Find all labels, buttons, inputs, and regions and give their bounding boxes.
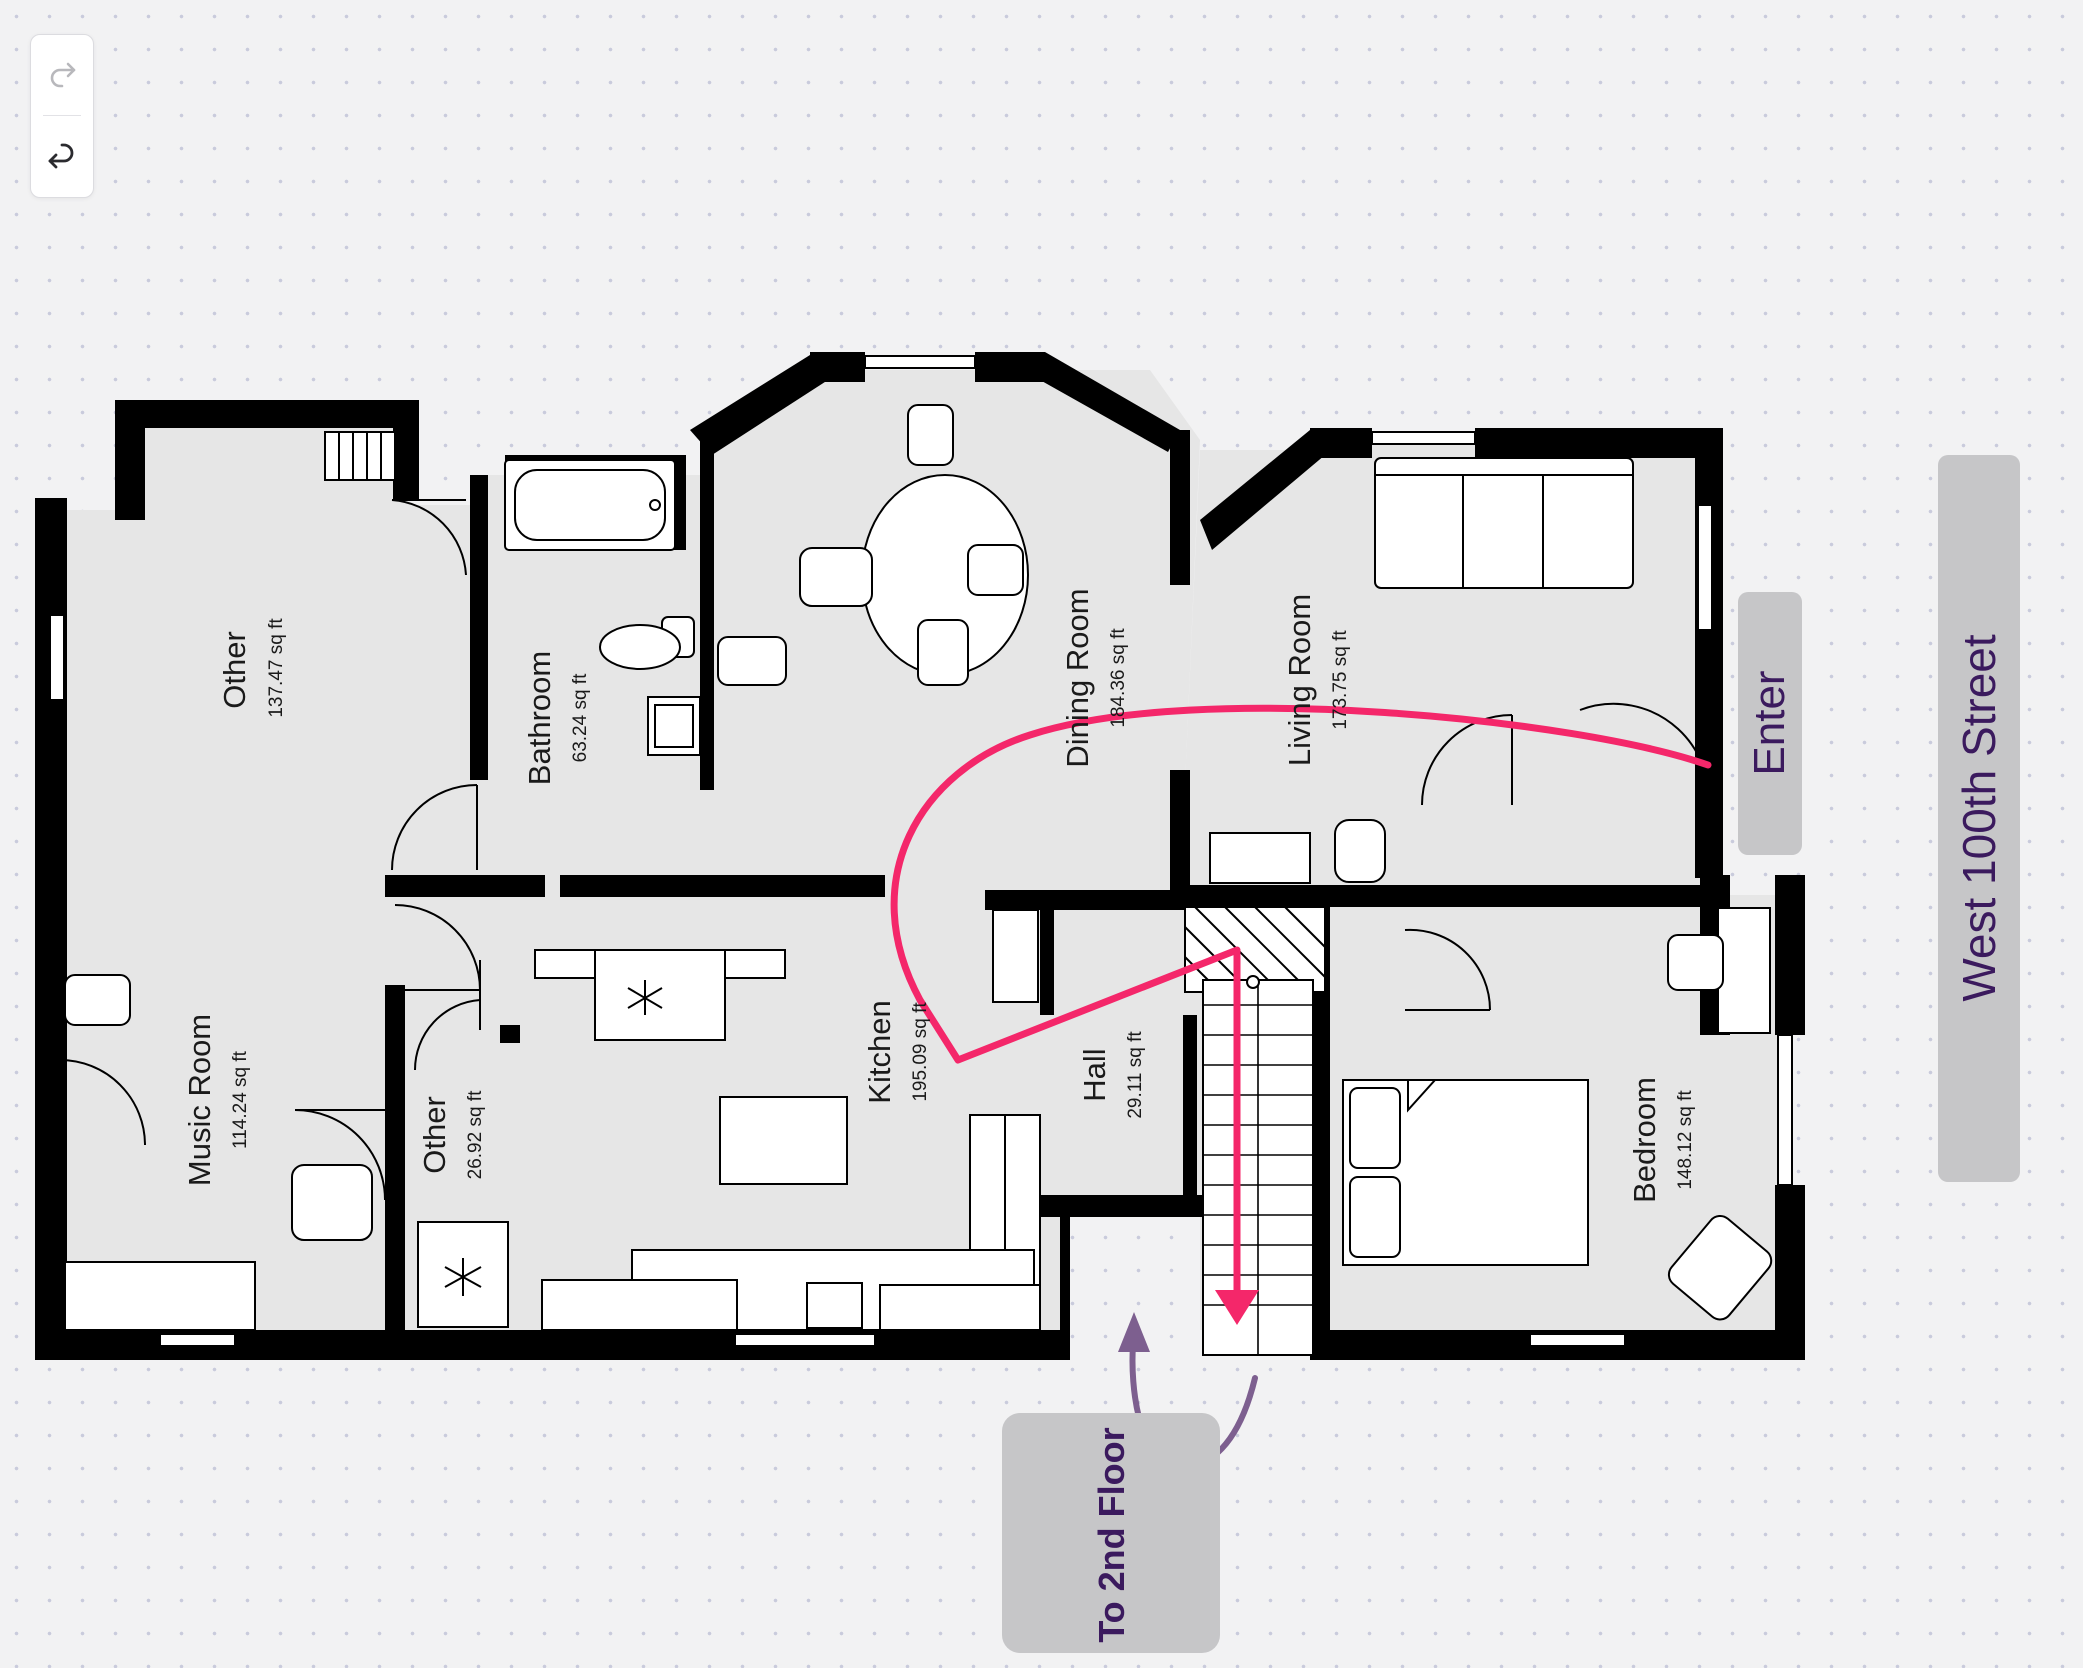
- dining-chair: [907, 404, 954, 466]
- dining-chair: [917, 619, 969, 686]
- room-name-bedroom: Bedroom: [1627, 1077, 1662, 1203]
- room-name-other-1: Other: [217, 631, 252, 709]
- undo-icon: [48, 143, 74, 169]
- bedroom-chair: [1667, 1214, 1773, 1321]
- fridge: [594, 949, 726, 1041]
- music-chair: [291, 1164, 373, 1241]
- room-area-dining-room: 184.36 sq ft: [1108, 628, 1129, 728]
- closet-stairs: [324, 431, 396, 481]
- room-name-dining-room: Dining Room: [1060, 588, 1095, 767]
- kitchen-cabinet: [724, 949, 786, 979]
- entry-route: [890, 704, 1712, 1325]
- snowflake-icon: [444, 1258, 482, 1296]
- enter-label: Enter: [1745, 670, 1794, 776]
- room-name-bathroom: Bathroom: [522, 651, 557, 785]
- room-area-kitchen: 195.09 sq ft: [910, 1002, 931, 1102]
- room-area-music-room: 114.24 sq ft: [230, 1050, 251, 1149]
- dining-chair: [967, 544, 1024, 596]
- second-floor-label-box[interactable]: [1002, 1413, 1220, 1653]
- room-name-hall: Hall: [1077, 1048, 1112, 1101]
- staircase: [1184, 906, 1326, 1356]
- route-arrowhead: [1215, 1290, 1259, 1325]
- dining-chair: [717, 636, 787, 686]
- desk-chair: [1667, 934, 1724, 991]
- redo-icon: [50, 62, 76, 88]
- furniture: [64, 404, 1773, 1331]
- hall-cabinet: [992, 909, 1039, 1003]
- room-labels: Other 137.47 sq ft Bathroom 63.24 sq ft …: [182, 588, 1696, 1203]
- street-label-box[interactable]: [1938, 455, 2020, 1182]
- undo-button[interactable]: [31, 116, 93, 196]
- music-chair: [64, 974, 131, 1026]
- redo-button[interactable]: [31, 35, 93, 115]
- kitchen-sink: [806, 1282, 863, 1329]
- room-name-music-room: Music Room: [182, 1014, 217, 1186]
- windows: [49, 355, 1793, 1347]
- history-toolbar: [30, 34, 94, 198]
- room-name-living-room: Living Room: [1282, 594, 1317, 766]
- snowflake-icon: [627, 980, 663, 1015]
- room-area-hall: 29.11 sq ft: [1125, 1031, 1146, 1119]
- room-area-living-room: 173.75 sq ft: [1330, 630, 1351, 730]
- armchair: [1334, 819, 1386, 883]
- room-area-bedroom: 148.12 sq ft: [1675, 1090, 1696, 1190]
- dining-chair: [799, 547, 873, 607]
- piano: [64, 1261, 256, 1331]
- sofa: [1374, 457, 1634, 589]
- room-area-other-2: 26.92 sq ft: [465, 1090, 486, 1179]
- room-name-other-2: Other: [417, 1096, 452, 1174]
- second-floor-label: To 2nd Floor: [1091, 1427, 1132, 1643]
- street-label: West 100th Street: [1953, 634, 2005, 1002]
- kitchen-island: [719, 1096, 848, 1185]
- route-path: [890, 704, 1712, 1304]
- toolbar-divider: [43, 115, 81, 116]
- desk: [1717, 907, 1771, 1034]
- toilet: [599, 624, 681, 670]
- room-name-kitchen: Kitchen: [862, 1000, 897, 1103]
- enter-label-box[interactable]: [1738, 592, 1802, 855]
- room-area-other-1: 137.47 sq ft: [266, 618, 287, 718]
- room-area-bathroom: 63.24 sq ft: [570, 673, 591, 762]
- console-table: [1209, 832, 1311, 884]
